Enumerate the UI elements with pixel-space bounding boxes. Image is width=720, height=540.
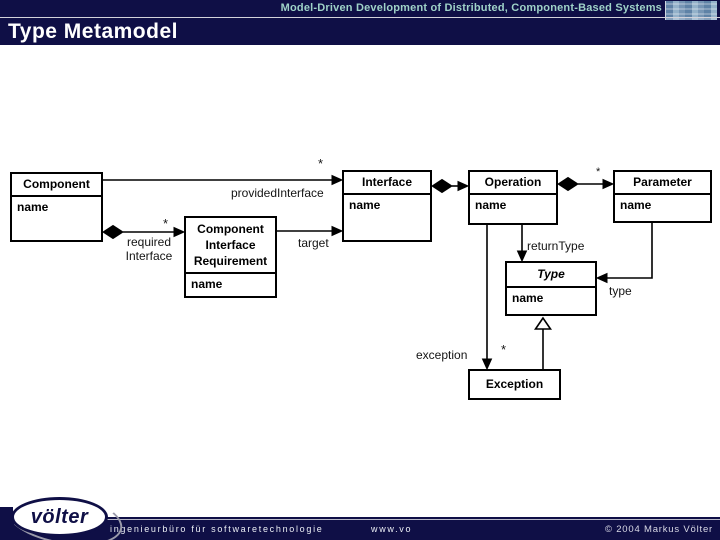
slide-title: Type Metamodel	[8, 20, 178, 43]
class-title: Component	[12, 174, 101, 197]
label-required-line2: Interface	[125, 249, 173, 263]
class-title: Exception	[485, 377, 544, 391]
volter-logo-square	[0, 507, 13, 520]
label-target: target	[298, 236, 329, 250]
class-parameter: Parameter name	[613, 170, 712, 223]
multiplicity-provided: *	[318, 156, 324, 171]
multiplicity-exception: *	[501, 342, 507, 357]
footer-tagline: ingenieurbüro für softwaretechnologie	[110, 524, 324, 534]
footer-divider-line	[0, 519, 720, 520]
assoc-operation-parameter	[557, 176, 615, 192]
class-attribute: name	[17, 200, 49, 214]
banner-title: Model-Driven Development of Distributed,…	[280, 2, 662, 14]
banner-divider-line	[0, 17, 720, 18]
banner-photo-thumbnail	[665, 1, 717, 20]
class-interface: Interface name	[342, 170, 432, 242]
volter-logo-text: völter	[30, 505, 89, 528]
class-component-interface-requirement: Component Interface Requirement name	[184, 216, 277, 298]
class-title: Parameter	[615, 172, 710, 195]
multiplicity-parameter: *	[596, 166, 601, 178]
class-title: Operation	[470, 172, 556, 195]
label-required-line1: required	[126, 235, 172, 249]
assoc-return-type	[516, 225, 528, 263]
label-provided-interface: providedInterface	[231, 186, 324, 200]
footer-bar: ingenieurbüro für softwaretechnologie ww…	[0, 517, 720, 540]
class-component: Component name	[10, 172, 103, 242]
assoc-type	[595, 223, 653, 284]
label-exception: exception	[416, 348, 468, 362]
footer-website: www.vo	[371, 524, 413, 534]
assoc-required-interface	[102, 224, 186, 240]
class-exception: Exception	[468, 369, 561, 400]
label-type: type	[609, 284, 632, 298]
class-operation: Operation name	[468, 170, 558, 225]
class-attribute: name	[349, 198, 381, 212]
assoc-target	[277, 225, 344, 237]
assoc-interface-operation	[431, 178, 470, 194]
class-attribute: name	[620, 198, 652, 212]
label-return-type: returnType	[527, 239, 585, 253]
class-attribute: name	[512, 291, 544, 305]
class-type-abstract: Type name	[505, 261, 597, 316]
assoc-provided-interface	[103, 174, 344, 186]
class-title: Interface	[344, 172, 430, 195]
class-attribute: name	[475, 198, 507, 212]
multiplicity-required: *	[163, 216, 169, 231]
assoc-exception	[481, 225, 493, 371]
generalization-exception-type	[533, 316, 553, 369]
volter-logo: völter	[11, 497, 108, 537]
class-title: Component Interface Requirement	[186, 218, 275, 274]
class-attribute: name	[191, 277, 223, 291]
top-banner: Model-Driven Development of Distributed,…	[0, 0, 720, 45]
label-required-interface: required Interface	[120, 235, 178, 263]
class-title: Type	[507, 263, 595, 288]
footer-copyright: © 2004 Markus Völter	[604, 524, 713, 535]
